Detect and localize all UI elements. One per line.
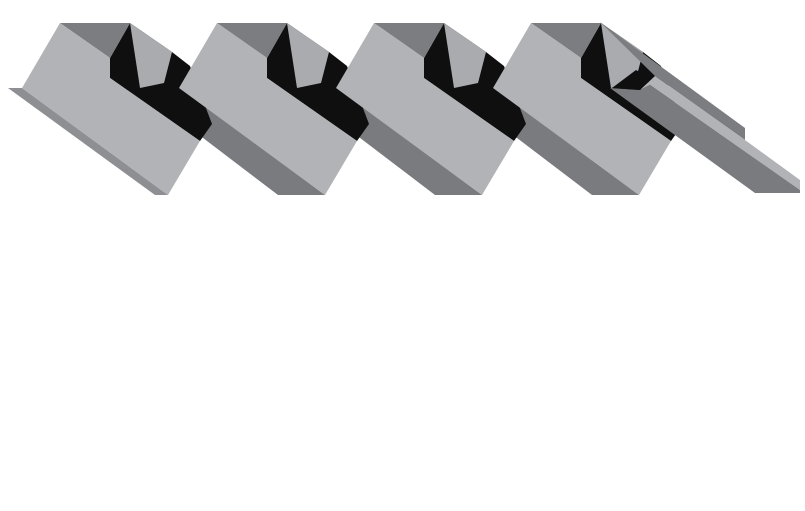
left-flange [8,88,168,195]
back-face [601,23,643,88]
end-flange-face [640,76,800,190]
front-face [336,23,514,195]
top-face [531,23,601,58]
back-face [130,23,172,88]
profile-segment [8,23,325,195]
back-face [444,23,486,88]
top-face [217,23,287,58]
front-face [22,23,200,195]
end-flange-shadow [612,70,650,90]
front-face [493,23,671,195]
top-face [60,23,130,58]
end-flange-top [600,22,745,140]
back-face [287,23,329,88]
front-face [179,23,357,195]
end-flange-side [610,85,800,193]
profile-segment [179,23,482,195]
profile-segment [336,23,639,195]
top-face [374,23,444,58]
end-flange [600,22,800,193]
